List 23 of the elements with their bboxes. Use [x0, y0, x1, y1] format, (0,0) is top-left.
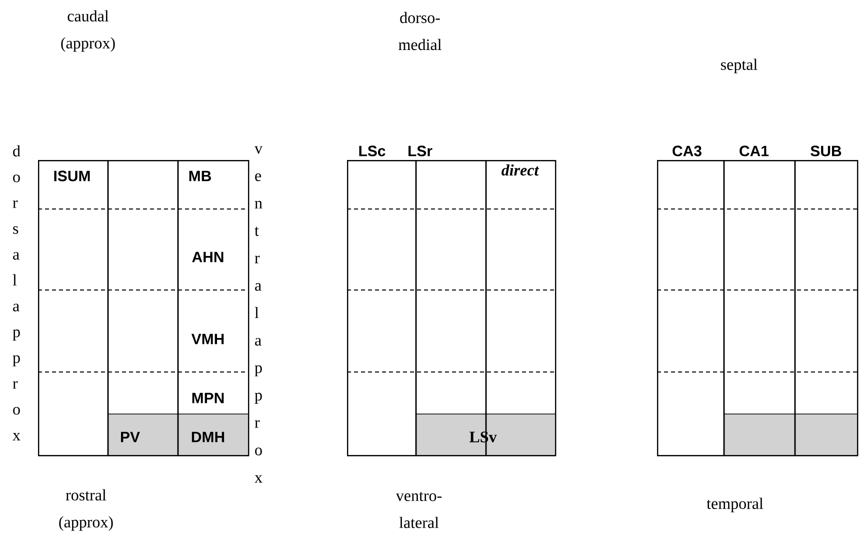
- region-label: PV: [121, 432, 140, 442]
- axis-label: caudal (approx): [61, 10, 115, 52]
- region-label: CA3: [672, 146, 702, 156]
- region-label: DMH: [192, 432, 224, 442]
- grid-panel: [346, 160, 556, 456]
- grid-panel: [656, 160, 858, 456]
- region-label: ISUM: [54, 170, 90, 182]
- axis-label: dorsal approx: [12, 145, 20, 440]
- region-label: AHN: [192, 252, 224, 262]
- region-label: CA1: [740, 146, 769, 156]
- axis-label: dorso- medial: [398, 12, 442, 50]
- region-label: VMH: [191, 334, 224, 344]
- grid-panel: [38, 160, 250, 456]
- region-label: SUB: [810, 146, 842, 156]
- axis-label: rostral (approx): [59, 489, 113, 531]
- region-label: direct: [502, 164, 540, 176]
- region-label: LSc: [359, 146, 386, 156]
- axis-label: ventro- lateral: [396, 492, 442, 528]
- region-label: LSr: [408, 146, 432, 156]
- region-label: MB: [189, 170, 211, 182]
- axis-label: septal: [721, 58, 758, 74]
- axis-label: temporal: [706, 498, 764, 512]
- region-label: MPN: [192, 392, 224, 404]
